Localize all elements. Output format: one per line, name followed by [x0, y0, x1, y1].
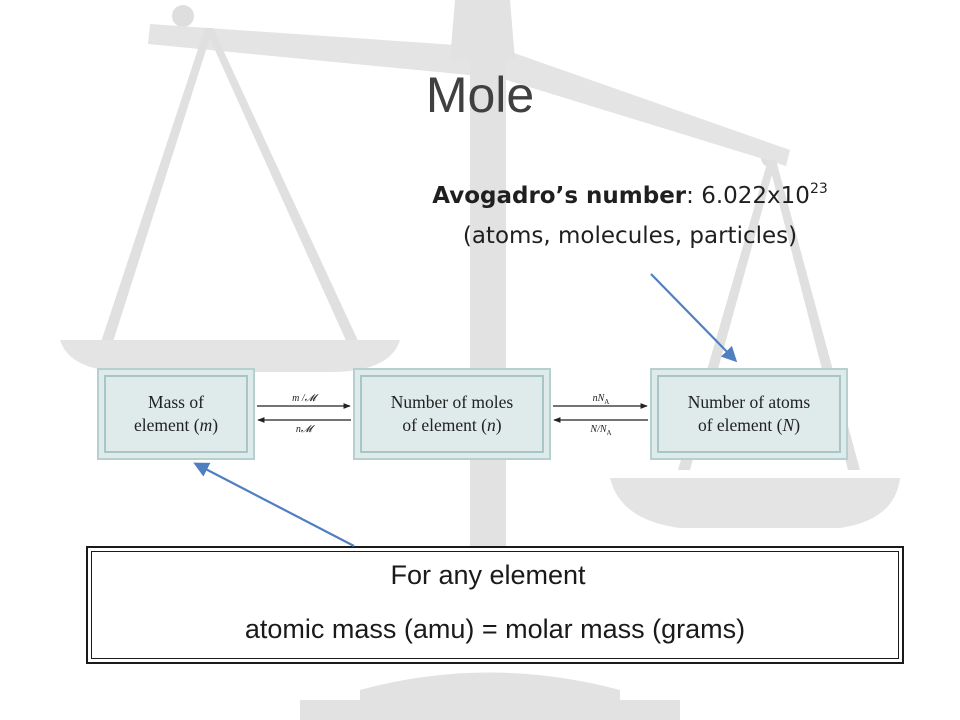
arrow-label-moles-to-mass: n𝓜	[295, 424, 313, 435]
box-variable: N	[782, 415, 795, 435]
slide-title: Mole	[425, 67, 535, 123]
info-line-1: For any element	[390, 560, 586, 590]
box-label-end: )	[212, 415, 219, 435]
avogadro-line-1: Avogadro’s number: 6.022x1023	[380, 176, 880, 216]
box-label-line-1: Number of moles	[390, 392, 514, 412]
number-of-atoms-box: Number of atoms of element (N)	[650, 368, 848, 460]
box-label-end: )	[495, 415, 502, 435]
avogadro-label: Avogadro’s number	[432, 183, 687, 209]
avogadro-mantissa: 6.022x10	[701, 183, 810, 209]
avogadro-separator: :	[686, 183, 702, 209]
info-box: For any element atomic mass (amu) = mola…	[86, 546, 904, 664]
box-label-line-1: Mass of	[148, 392, 204, 412]
number-of-moles-box: Number of moles of element (n)	[353, 368, 551, 460]
arrow-label-mass-to-moles: m /𝓜	[292, 393, 316, 404]
info-line-2: atomic mass (amu) = molar mass (grams)	[244, 614, 746, 644]
arrow-label-atoms-to-moles: N/NA	[590, 424, 612, 437]
box-variable: m	[199, 415, 213, 435]
arrow-label-moles-to-atoms: nNA	[592, 393, 610, 406]
box-label-line-2: of element (	[697, 415, 783, 435]
avogadro-line-2: (atoms, molecules, particles)	[462, 223, 798, 249]
box-label-line-2: element (	[133, 415, 200, 435]
box-label-end: )	[794, 415, 801, 435]
box-label-line-2: of element (	[402, 415, 487, 435]
box-variable: n	[486, 415, 496, 435]
mass-of-element-box: Mass of element (m)	[97, 368, 255, 460]
avogadro-exponent: 23	[809, 181, 828, 197]
box-label-line-1: Number of atoms	[687, 392, 811, 412]
avogadro-caption: Avogadro’s number: 6.022x1023 (atoms, mo…	[380, 176, 880, 256]
